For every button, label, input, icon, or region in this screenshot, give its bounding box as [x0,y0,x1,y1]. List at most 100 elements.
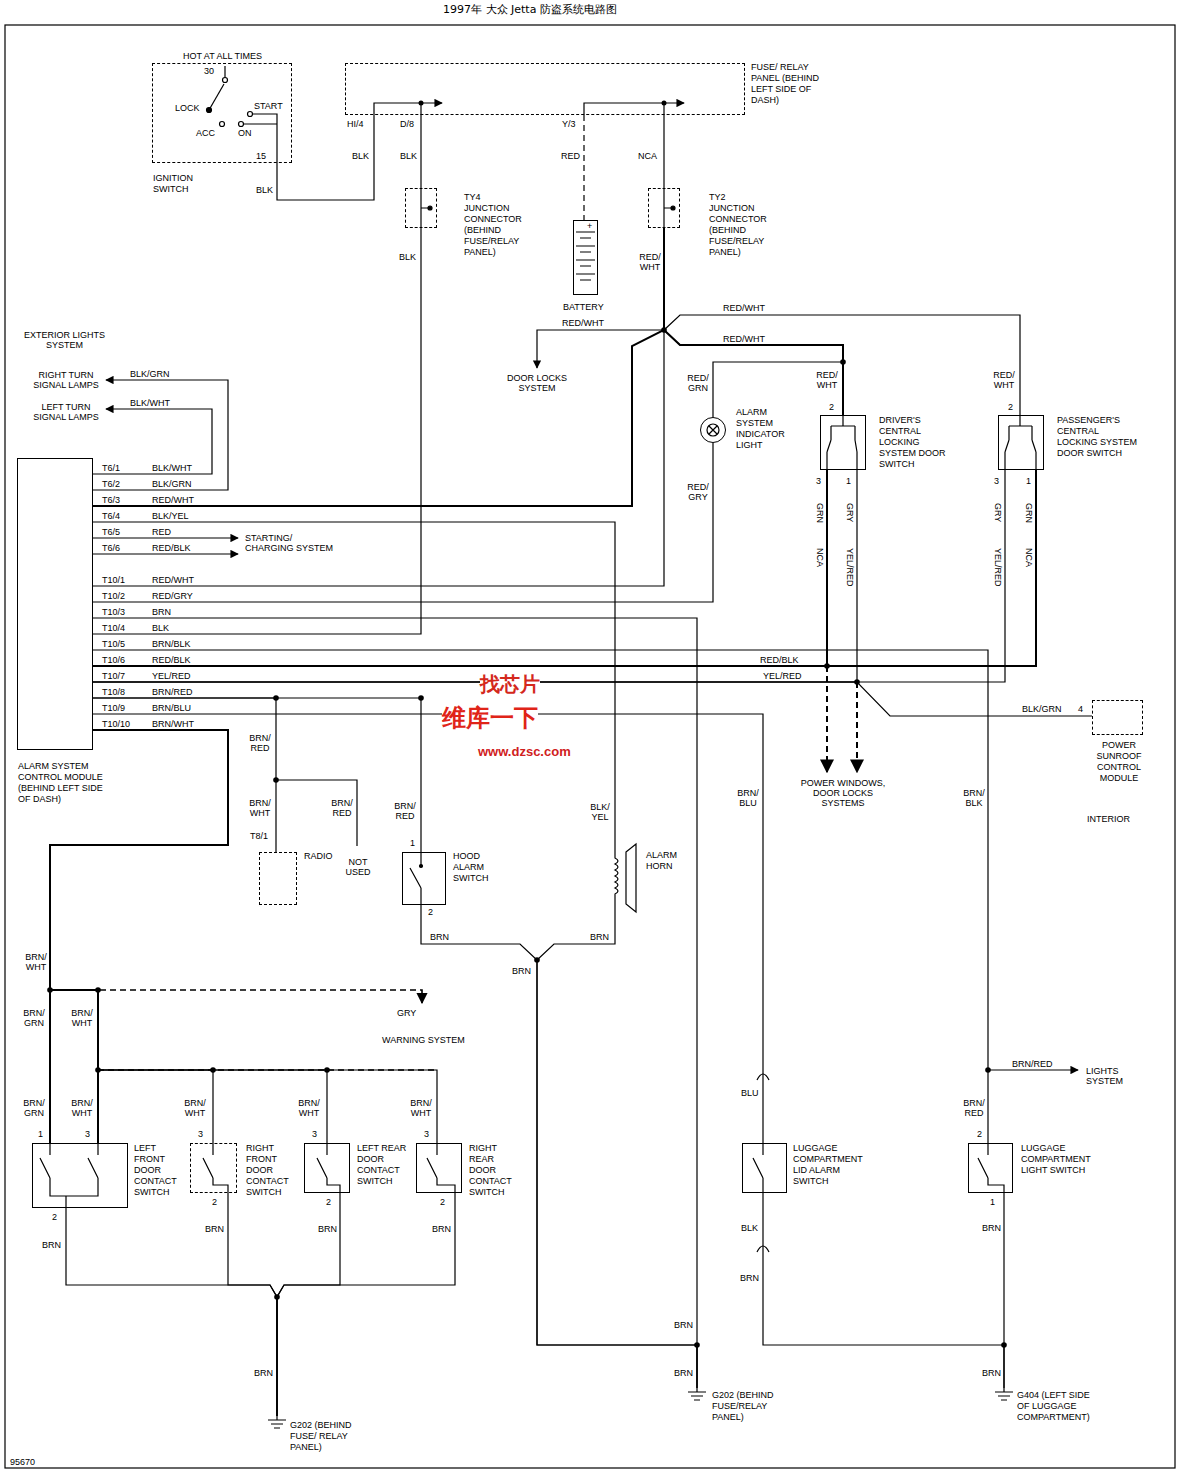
wire-label: RED/WHT [562,318,604,328]
wire-label: 1 [38,1129,43,1139]
ground-symbol [268,1416,286,1428]
ignition-switch-symbol [248,112,253,117]
wire-label: T6/2 [102,479,120,489]
contact-switch: LEFT FRONT DOOR CONTACT SWITCH [32,1143,128,1208]
wire-label: BLK [352,151,369,161]
wire-label: BRN [590,932,609,942]
wire-connector [66,1208,277,1416]
control-module: ALARM SYSTEM CONTROL MODULE (BEHIND LEFT… [17,458,93,750]
wire-label: DOOR LOCKS SYSTEM [505,373,569,393]
wire-label: 1 [846,476,851,486]
lid-switch: LUGGAGE COMPARTMENT LID ALARM SWITCH [742,1143,787,1193]
wire-label: HOT AT ALL TIMES [183,51,262,61]
wire-label: BLK/YEL [152,511,189,521]
battery-symbol [576,232,595,280]
external-wire [93,409,212,474]
wire-connector [277,1193,340,1416]
wire-connector [93,228,421,634]
wire-label: GRY [397,1008,416,1018]
wire-label: 30 [204,66,214,76]
wire-label: BRN/ RED [962,1098,986,1118]
wire-label: T6/4 [102,511,120,521]
wire-label: START [254,101,283,111]
wire-label: BRN [740,1273,759,1283]
component-label: ALARM HORN [646,850,686,872]
wire-label: 3 [994,476,999,486]
wire-label: BRN/BLU [152,703,191,713]
contact-switch-symbol [753,1143,763,1193]
light-switch: LUGGAGE COMPARTMENT LIGHT SWITCH [968,1143,1013,1193]
wire-label: T10/7 [102,671,125,681]
wire-label: BRN/ WHT [70,1008,94,1028]
component-label: RADIO [304,851,339,862]
alarm-horn: ALARM HORN [607,848,637,908]
wire-label: BRN/ RED [330,798,354,818]
wire-label: NCA [815,548,825,567]
wire-label: 2 [977,1129,982,1139]
external-wire [50,330,1078,1252]
contact-switch-symbol [40,1143,98,1208]
component-label: LEFT FRONT DOOR CONTACT SWITCH [134,1143,186,1198]
wire-label: STARTING/ CHARGING SYSTEM [245,533,335,553]
wire-label: 2 [428,907,433,917]
wire-label: BRN/ WHT [248,798,272,818]
wire-label: T10/3 [102,607,125,617]
wire-label: YEL/RED [993,548,1003,587]
wire-label: BLK/ YEL [589,802,611,822]
wire-label: T10/6 [102,655,125,665]
wire-connector [93,228,664,586]
wire-label: T6/1 [102,463,120,473]
wire-label: BRN/ WHT [70,1098,94,1118]
junction-dot [419,101,424,106]
wire-label: YEL/RED [763,671,802,681]
ignition-switch-symbol [209,84,224,110]
hood-switch-symbol [420,865,423,868]
horn-symbol [615,848,618,908]
wire-label: 2 [52,1212,57,1222]
component-label: LUGGAGE COMPARTMENT LIGHT SWITCH [1021,1143,1087,1176]
wire-label: Y/3 [562,119,576,129]
wire-label: GRY [845,503,855,522]
component-label: TY4 JUNCTION CONNECTOR (BEHIND FUSE/RELA… [464,192,522,258]
wire-label: 3 [424,1129,429,1139]
component-label: LEFT REAR DOOR CONTACT SWITCH [357,1143,409,1187]
wire-art [5,25,1175,1468]
door-switch-symbol [827,415,1036,470]
wire-label: 2 [326,1197,331,1207]
wire-label: BRN [674,1320,693,1330]
external-wire [50,990,422,1003]
wire-label: T10/5 [102,639,125,649]
component-label: HOOD ALARM SWITCH [453,851,497,884]
wire-label: RED/ WHT [638,252,662,272]
horn-symbol [626,844,636,912]
lamp-symbol [707,424,719,436]
component-label: POWER SUNROOF CONTROL MODULE [1088,740,1150,784]
wire-label: BLK [400,151,417,161]
external-wire [856,682,858,772]
component-label: DRIVER'S CENTRAL LOCKING SYSTEM DOOR SWI… [879,415,957,470]
wire-connector [93,470,1036,666]
wire-label: 3 [198,1129,203,1139]
battery-symbol [576,232,595,280]
external-wire [537,330,664,368]
junction-dot [47,101,1007,1348]
fuse-panel-symbol [584,103,684,115]
wire-label: 2 [829,402,834,412]
contact-switch: RIGHT REAR DOOR CONTACT SWITCH [416,1143,462,1193]
wire-label: BRN/ BLK [962,788,986,808]
wire-connector [93,698,276,852]
ground-point: G404 (LEFT SIDE OF LUGGAGE COMPARTMENT) [995,1388,1013,1402]
wire-connector [93,714,763,1143]
ignition-switch-symbol [244,114,278,163]
sunroof-module: POWER SUNROOF CONTROL MODULE [1092,700,1143,735]
wire-label: BRN/RED [152,687,193,697]
contact-switch-symbol [203,1143,228,1193]
wire-label: YEL/RED [152,671,191,681]
wire-label: EXTERIOR LIGHTS SYSTEM [22,330,107,350]
wire-label: BRN [432,1224,451,1234]
wire-label: T10/10 [102,719,130,729]
wire-label: RED/ GRN [686,373,710,393]
wire-label: LOCK [175,103,200,113]
wire-label: BLU [741,1088,759,1098]
door-lock-switch: PASSENGER'S CENTRAL LOCKING SYSTEM DOOR … [998,415,1044,470]
